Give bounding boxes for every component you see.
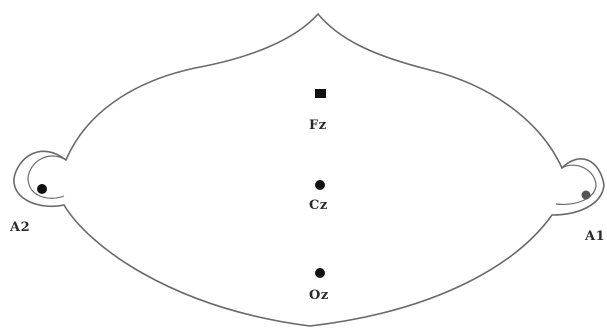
oz-marker [315,268,325,278]
oz-label: Oz [309,288,329,303]
a2-marker [37,184,47,194]
fz-label: Fz [309,118,327,133]
a1-label: A1 [585,229,605,244]
a1-marker [582,191,591,200]
fz-marker [315,89,326,98]
cz-label: Cz [309,198,328,213]
cz-marker [315,180,325,190]
left-ear-contour [28,156,66,198]
right-ear-contour [556,165,596,204]
head-outline [14,14,604,326]
a2-label: A2 [10,220,30,235]
